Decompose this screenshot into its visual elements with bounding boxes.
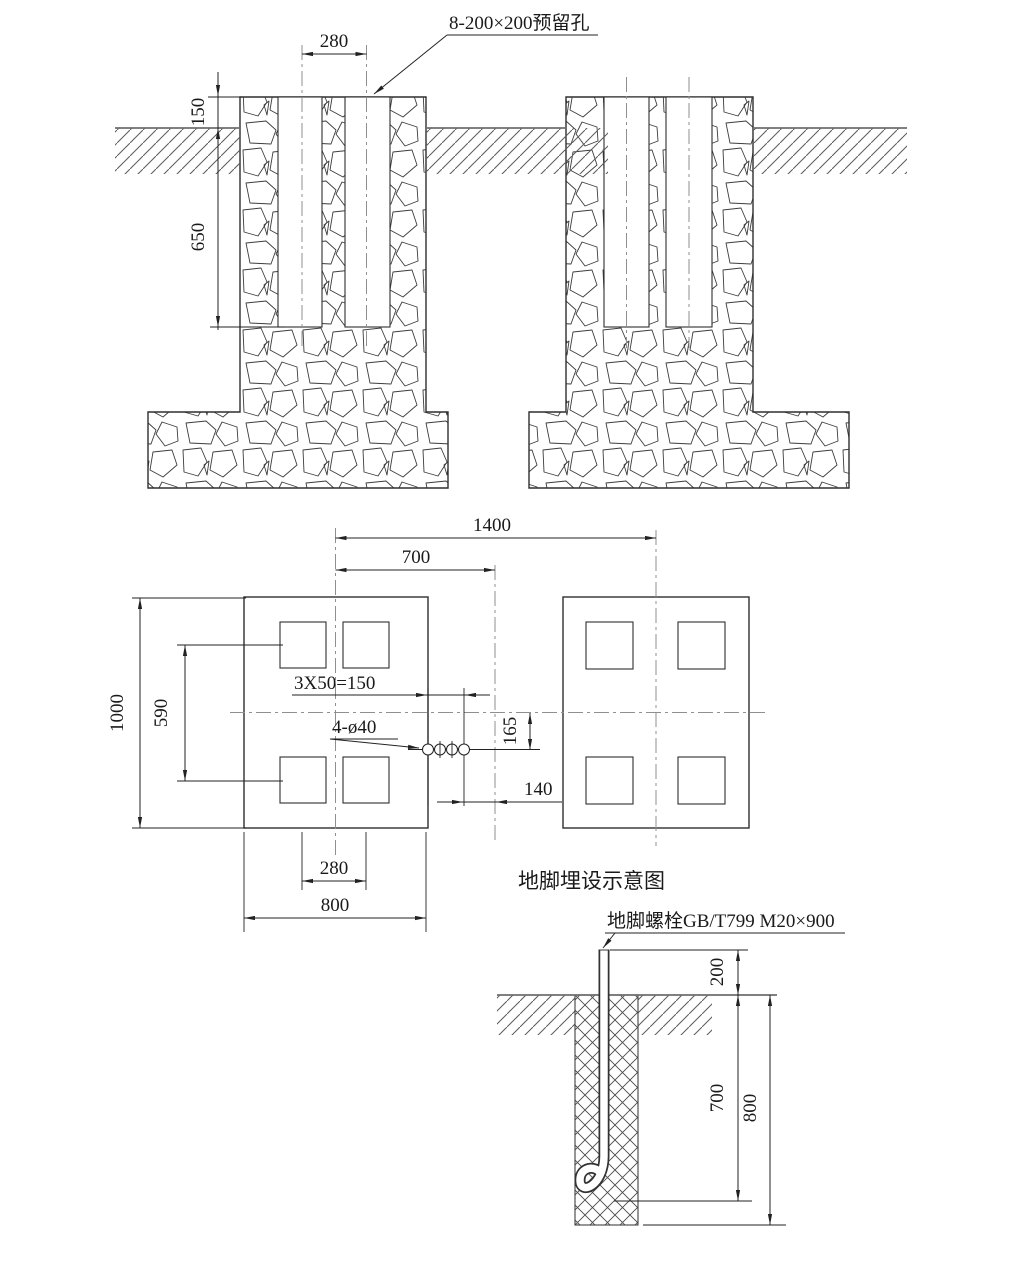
dim-590: 590 (151, 644, 283, 782)
ground-level (115, 127, 907, 174)
soil-hatch (753, 128, 907, 174)
elevation-view-right (528, 77, 850, 489)
dim-label-590: 590 (151, 699, 172, 728)
dim-label-140: 140 (524, 779, 553, 800)
anchor-bolt-detail: 地脚埋设示意图 地脚螺栓GB/T799 M20×900 200 700 800 (497, 869, 845, 1226)
dim-label-165: 165 (500, 717, 521, 746)
dim-140: 140 (437, 779, 562, 805)
dim-label-200: 200 (707, 958, 728, 987)
dim-150-650: 150 650 (188, 72, 285, 330)
dim-800-detail: 800 (643, 995, 786, 1226)
dim-280-plan: 280 (301, 832, 367, 890)
dim-label-800-plan: 800 (321, 895, 350, 916)
plan-hole (677, 621, 726, 670)
dim-label-280-top: 280 (320, 31, 349, 52)
soil-hatch (638, 995, 712, 1035)
plan-hole (585, 756, 634, 805)
dim-label-800-detail: 800 (740, 1094, 761, 1123)
dim-label-700-detail: 700 (707, 1084, 728, 1113)
dim-1400: 1400 (335, 515, 656, 541)
dim-165: 165 (500, 713, 533, 750)
bolt-note: 4-ø40 (329, 717, 420, 749)
soil-hatch (497, 995, 575, 1035)
dim-label-1000: 1000 (107, 694, 128, 732)
dim-label-150: 150 (188, 98, 209, 127)
bolt-circle (458, 743, 470, 756)
soil-hatch (115, 128, 240, 174)
plan-hole (342, 756, 390, 804)
dim-3x50: 3X50=150 (292, 673, 490, 698)
dim-label-700-plan: 700 (402, 547, 431, 568)
dim-700-detail: 700 (614, 995, 752, 1202)
bolt-circle (422, 743, 434, 756)
dim-700-plan: 700 (335, 547, 495, 573)
dim-200: 200 (610, 949, 748, 995)
dim-800-plan: 800 (243, 832, 427, 932)
dim-label-650: 650 (188, 223, 209, 252)
anchor-bolt-group (408, 688, 540, 806)
anchor-bolt (574, 949, 610, 1193)
dim-1000: 1000 (107, 597, 246, 829)
reserved-hole-note-label: 8-200×200预留孔 (449, 12, 590, 34)
reserved-hole-note: 8-200×200预留孔 (373, 12, 598, 95)
plan-hole (585, 621, 634, 670)
elevation-view-left (147, 45, 449, 489)
reserved-hole-channel (277, 96, 323, 328)
bolt-spec-label: 地脚螺栓GB/T799 M20×900 (607, 910, 835, 932)
bolt-note-label: 4-ø40 (332, 717, 376, 738)
detail-title: 地脚埋设示意图 (518, 869, 665, 893)
reserved-hole-channel (344, 96, 391, 328)
dim-label-280-plan: 280 (320, 858, 349, 879)
note-leader (373, 34, 448, 95)
plan-hole (279, 756, 327, 804)
dim-label-3x50: 3X50=150 (294, 673, 375, 694)
plan-hole (342, 621, 390, 669)
plan-view-right (562, 530, 750, 846)
dim-hole-spacing-280: 280 (302, 31, 367, 57)
plan-hole (677, 756, 726, 805)
dim-label-1400: 1400 (473, 515, 511, 536)
plan-hole (279, 621, 327, 669)
soil-hatch (426, 128, 608, 174)
